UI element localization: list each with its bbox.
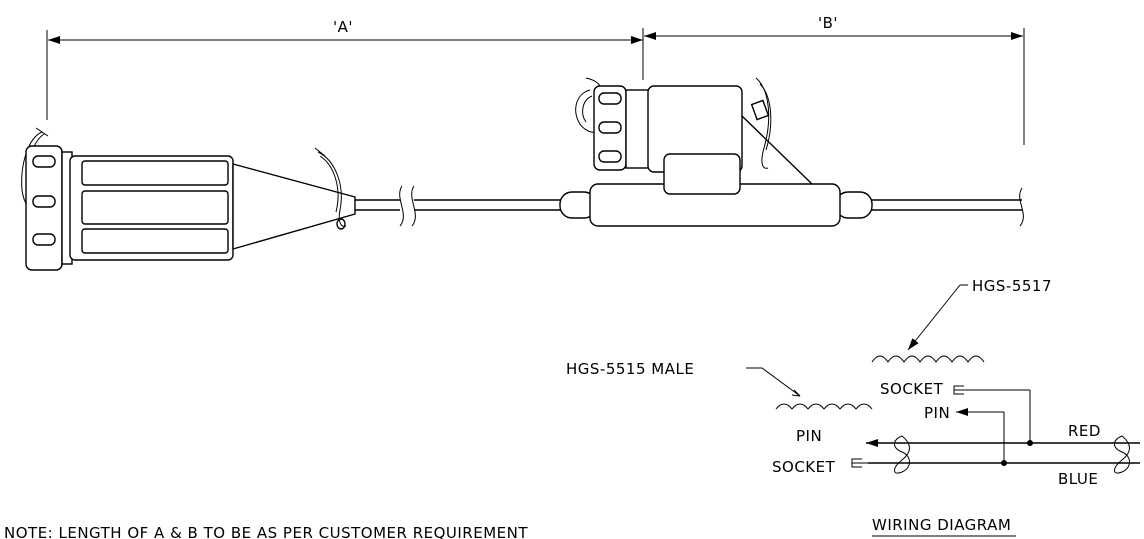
dimension-b: 'B': [642, 14, 1025, 145]
left-connector: [21, 127, 356, 271]
wiring-right-pin-label: PIN: [924, 404, 950, 422]
wiring-diagram: PIN SOCKET SOCKET PIN RED BLUE WIRING DI…: [772, 380, 1140, 537]
callout-hgs-5515-male: HGS-5515 MALE: [566, 360, 873, 410]
wiring-left-socket-label: SOCKET: [772, 458, 836, 476]
callout-hgs-5517-label: HGS-5517: [972, 277, 1052, 295]
cable: [355, 185, 1024, 227]
wire-red-label: RED: [1068, 422, 1101, 440]
wire-blue-label: BLUE: [1058, 470, 1098, 488]
drawing-note: NOTE: LENGTH OF A & B TO BE AS PER CUSTO…: [4, 524, 528, 539]
dimension-a-label: 'A': [333, 18, 353, 36]
wiring-right-socket-label: SOCKET: [880, 380, 944, 398]
dimension-a: 'A': [46, 18, 643, 120]
callout-hgs-5515-label: HGS-5515 MALE: [566, 360, 694, 378]
right-connector-assembly: [559, 77, 873, 227]
wiring-left-pin-label: PIN: [796, 427, 822, 445]
dimension-b-label: 'B': [818, 14, 838, 32]
callout-hgs-5517: HGS-5517: [871, 277, 1052, 363]
wiring-diagram-title: WIRING DIAGRAM: [872, 516, 1011, 534]
